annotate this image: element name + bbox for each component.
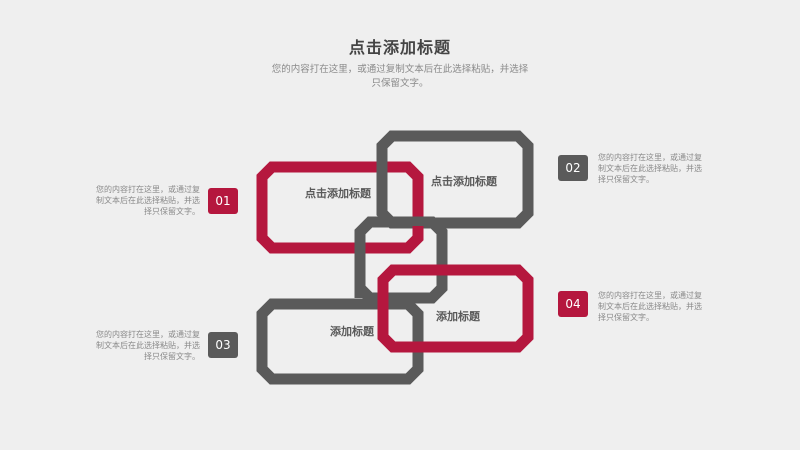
- frame-3: [354, 216, 448, 304]
- badge-01: 01: [208, 188, 238, 214]
- frame-1-label: 点击添加标题: [305, 186, 372, 200]
- frame-1: 点击添加标题: [256, 161, 424, 254]
- badge-02: 02: [558, 155, 588, 181]
- page-subtitle: 您的内容打在这里，或通过复制文本后在此选择粘贴，并选择只保留文字。: [271, 64, 529, 89]
- page-title: 点击添加标题: [348, 38, 451, 57]
- badge-03: 03: [208, 332, 238, 358]
- desc-04: 您的内容打在这里，或通过复制文本后在此选择粘贴，并选择只保留文字。: [598, 291, 702, 322]
- desc-03: 您的内容打在这里，或通过复制文本后在此选择粘贴，并选择只保留文字。: [96, 330, 200, 361]
- frame-4-label: 添加标题: [436, 309, 481, 323]
- badge-04: 04: [558, 291, 588, 317]
- frame-2: 点击添加标题: [376, 130, 534, 229]
- desc-02: 您的内容打在这里，或通过复制文本后在此选择粘贴，并选择只保留文字。: [598, 153, 702, 184]
- frame-2-label: 点击添加标题: [431, 174, 498, 188]
- frame-5-label: 添加标题: [330, 324, 375, 338]
- interlock-overlays: [354, 226, 424, 310]
- frame-5: 添加标题: [256, 298, 424, 385]
- desc-01: 您的内容打在这里，或通过复制文本后在此选择粘贴，并选择只保留文字。: [96, 185, 200, 216]
